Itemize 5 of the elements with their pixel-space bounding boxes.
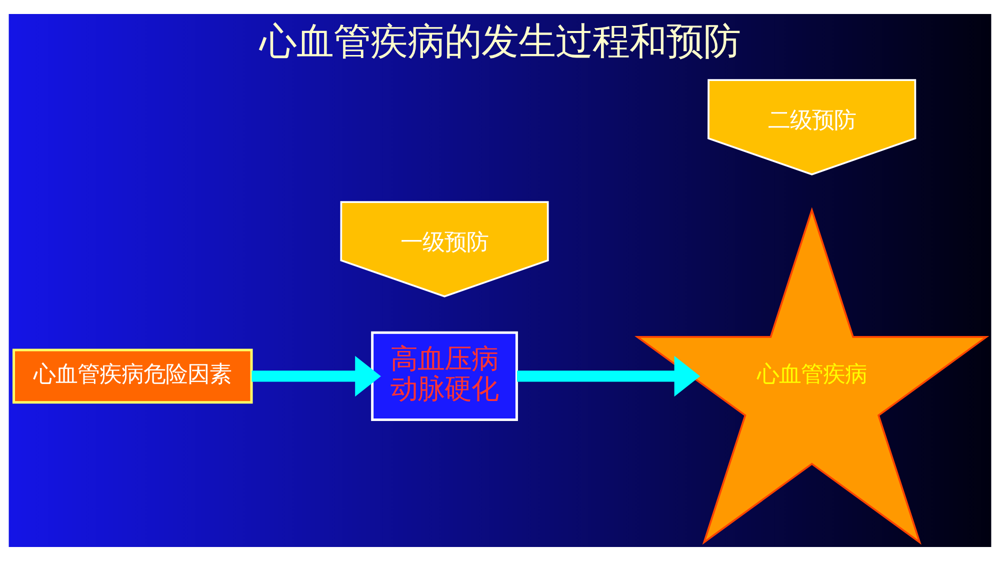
node-box: 心血管疾病危险因素 [12,348,253,404]
diagram-title: 心血管疾病的发生过程和预防 [260,20,740,62]
arrow [252,356,381,397]
node-box: 高血压病 动脉硬化 [371,331,518,421]
arrow [516,356,700,397]
